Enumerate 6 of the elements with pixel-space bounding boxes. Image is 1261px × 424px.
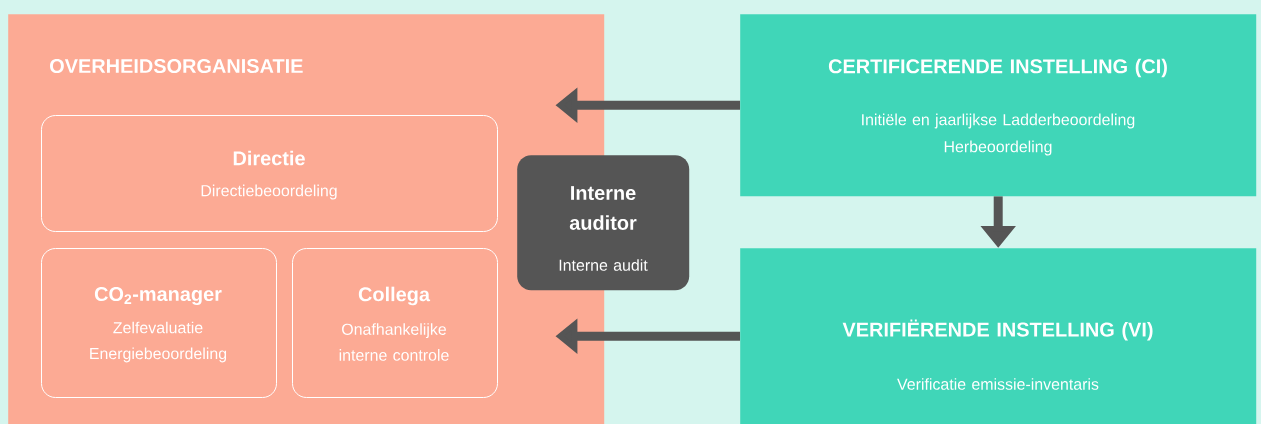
rounded-box: Interne auditor Interne audit (517, 155, 690, 291)
rounded-box: Collega Onafhankelijke interne controle (292, 248, 498, 398)
panel: CERTIFICERENDE INSTELLING (CI) Initiële en jaarlijkse Ladderbeoordeling Herbeoordeling (740, 14, 1257, 197)
rounded-box: CO$_{2}$-manager Zelfevaluatie Energiebeoordeling (41, 248, 277, 398)
panel: VERIFIËRENDE INSTELLING (VI) Verificatie emissie-inventaris (740, 248, 1257, 424)
rounded-box: Directie Directiebeoordeling (41, 115, 498, 232)
